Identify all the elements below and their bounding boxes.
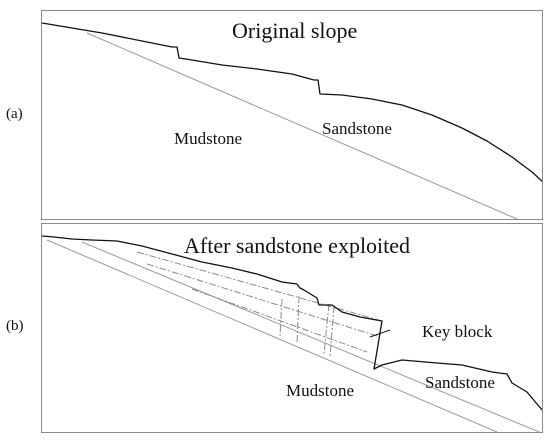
upper-bedding-plane-line [46, 239, 498, 432]
key-block-label: Key block [422, 322, 493, 341]
joint-vertical-2 [296, 295, 300, 345]
mudstone-label-a: Mudstone [174, 129, 242, 148]
lower-bedding-plane-line [81, 241, 541, 432]
joint-vertical-3 [323, 303, 330, 355]
joint-bedding-3 [191, 288, 368, 353]
panel-b-tag: (b) [6, 318, 24, 334]
key-block-leader-line [369, 329, 391, 338]
sandstone-label-b: Sandstone [425, 373, 495, 392]
joint-vertical-1 [279, 298, 283, 337]
panel-b-after-exploitation: After sandstone exploited Key block Muds… [41, 223, 543, 433]
joint-vertical-4 [329, 305, 335, 357]
sandstone-label-a: Sandstone [322, 119, 392, 138]
exploited-slope-drawing [42, 235, 542, 432]
joint-bedding-2 [146, 263, 378, 337]
panel-a-original-slope: Original slope Mudstone Sandstone [41, 10, 543, 220]
original-slope-drawing [42, 22, 542, 219]
bedding-plane-line [86, 32, 518, 219]
joint-set [136, 251, 383, 357]
ground-surface-profile-exploited [42, 235, 542, 411]
mudstone-label-b: Mudstone [286, 381, 354, 400]
panel-b-title: After sandstone exploited [184, 233, 411, 258]
ground-surface-profile [42, 22, 542, 183]
panel-a-title: Original slope [232, 18, 358, 43]
panel-a-tag: (a) [6, 106, 23, 122]
joint-bedding-1 [136, 251, 383, 322]
